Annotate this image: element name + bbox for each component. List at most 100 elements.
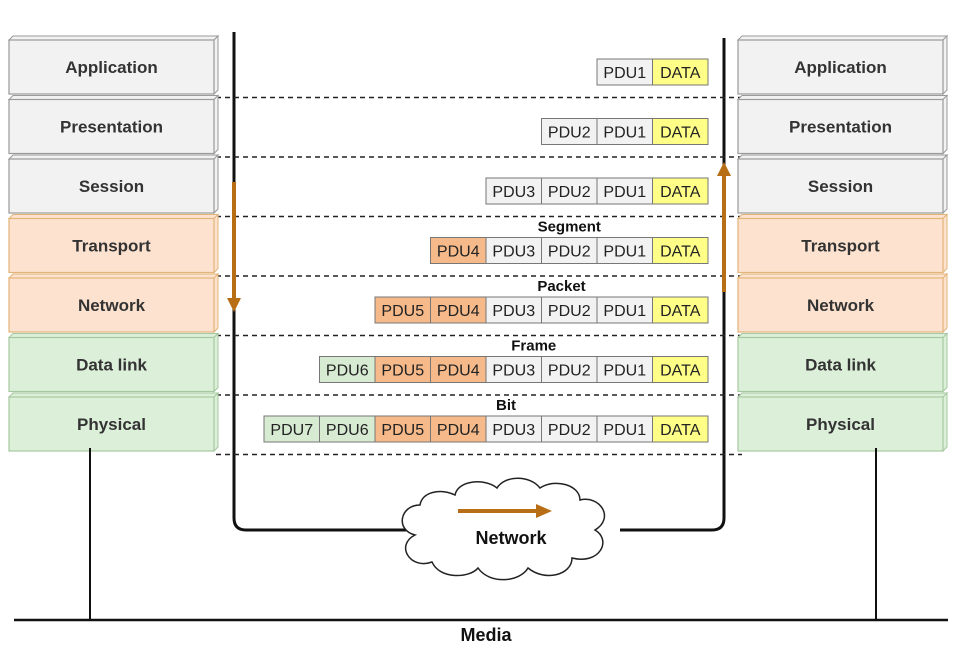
right-layer-data-link: Data link xyxy=(736,332,949,393)
pdu-cell-label: DATA xyxy=(660,244,701,261)
pdu-cell xyxy=(652,118,709,145)
pdu-cell xyxy=(374,356,431,383)
right-layer-label: Session xyxy=(808,177,873,196)
right-layer-session: Session xyxy=(736,153,949,215)
left-layer-label: Transport xyxy=(72,237,151,256)
pdu-cell-label: PDU3 xyxy=(492,244,535,261)
pdu-cell xyxy=(652,177,709,205)
pdu-cell xyxy=(541,356,598,383)
pdu-cell-label: PDU1 xyxy=(603,303,646,320)
right-osi-stack: ApplicationPresentationSessionTransportN… xyxy=(736,34,949,453)
pdu-cell-label: PDU4 xyxy=(437,303,480,320)
pdu-cell-label: PDU2 xyxy=(548,422,591,439)
right-layer-label: Transport xyxy=(801,237,880,256)
pdu-cell-label: PDU3 xyxy=(492,303,535,320)
pdu-cell-label: PDU5 xyxy=(381,363,424,380)
pdu-cell-label: PDU4 xyxy=(437,422,480,439)
left-layer-session: Session xyxy=(7,153,220,215)
left-layer-label: Physical xyxy=(77,415,146,434)
pdu-row: PDU1 DATA xyxy=(596,58,709,86)
left-layer-transport: Transport xyxy=(7,213,220,274)
pdu-cell-label: DATA xyxy=(660,65,701,82)
pdu-cell-label: DATA xyxy=(660,303,701,320)
pdu-cell-label: PDU4 xyxy=(437,244,480,261)
left-layer-label: Data link xyxy=(76,356,147,375)
pdu-row: PDU3 PDU2 PDU1 DATA xyxy=(485,177,709,205)
pdu-cell xyxy=(541,296,598,324)
left-layer-label: Session xyxy=(79,177,144,196)
pdu-cell xyxy=(596,58,653,86)
pdu-cell-label: PDU4 xyxy=(437,363,480,380)
pdu-cell-label: PDU5 xyxy=(381,422,424,439)
pdu-cell-label: PDU1 xyxy=(603,184,646,201)
right-layer-label: Data link xyxy=(805,356,876,375)
arrow-down-icon xyxy=(227,182,241,312)
right-layer-label: Presentation xyxy=(789,118,892,137)
left-layer-label: Network xyxy=(78,296,146,315)
pdu-cell xyxy=(541,415,598,443)
pdu-cell-label: PDU5 xyxy=(381,303,424,320)
pdu-row-header: Packet xyxy=(537,278,585,295)
left-layer-label: Presentation xyxy=(60,118,163,137)
pdu-cell-label: PDU1 xyxy=(603,65,646,82)
pdu-cell-label: DATA xyxy=(660,184,701,201)
right-layer-label: Network xyxy=(807,296,875,315)
left-layer-application: Application xyxy=(7,34,220,96)
pdu-cell-label: PDU1 xyxy=(603,422,646,439)
right-layer-label: Application xyxy=(794,58,887,77)
pdu-cell-label: DATA xyxy=(660,422,701,439)
left-layer-data-link: Data link xyxy=(7,332,220,393)
pdu-cell xyxy=(430,237,487,264)
pdu-cell-label: PDU7 xyxy=(270,422,313,439)
left-layer-physical: Physical xyxy=(7,391,220,453)
right-layer-transport: Transport xyxy=(736,213,949,274)
pdu-cell xyxy=(652,415,709,443)
pdu-row-header: Frame xyxy=(511,338,556,355)
pdu-cell-label: PDU2 xyxy=(548,303,591,320)
pdu-cell-label: PDU3 xyxy=(492,422,535,439)
left-host-path xyxy=(232,32,415,532)
pdu-cell xyxy=(541,177,598,205)
pdu-cell-label: PDU6 xyxy=(326,363,369,380)
right-layer-label: Physical xyxy=(806,415,875,434)
pdu-cell xyxy=(596,177,653,205)
pdu-cell xyxy=(652,237,709,264)
right-layer-application: Application xyxy=(736,34,949,96)
pdu-cell-label: PDU2 xyxy=(548,363,591,380)
pdu-cell-label: PDU3 xyxy=(492,363,535,380)
pdu-cell-label: PDU1 xyxy=(603,125,646,142)
pdu-cell xyxy=(485,237,542,264)
pdu-cell xyxy=(652,296,709,324)
pdu-cell xyxy=(596,415,653,443)
pdu-cell-label: PDU1 xyxy=(603,363,646,380)
pdu-cell xyxy=(319,415,376,443)
media-label: Media xyxy=(460,625,512,645)
layer-separators xyxy=(216,96,742,456)
pdu-cell xyxy=(652,58,709,86)
right-layer-physical: Physical xyxy=(736,391,949,453)
pdu-cell-label: DATA xyxy=(660,363,701,380)
pdu-cell-label: PDU2 xyxy=(548,125,591,142)
pdu-cell xyxy=(652,356,709,383)
left-layer-network: Network xyxy=(7,272,220,334)
pdu-cell xyxy=(430,356,487,383)
left-osi-stack: ApplicationPresentationSessionTransportN… xyxy=(7,34,220,453)
pdu-cell xyxy=(596,296,653,324)
pdu-cell xyxy=(596,356,653,383)
cloud-network-label: Network xyxy=(475,528,547,548)
left-layer-label: Application xyxy=(65,58,158,77)
pdu-cell-label: PDU2 xyxy=(548,184,591,201)
arrow-right-icon xyxy=(458,504,552,518)
pdu-cell xyxy=(263,415,320,443)
right-host-path xyxy=(620,38,726,532)
pdu-cell xyxy=(319,356,376,383)
right-layer-presentation: Presentation xyxy=(736,94,949,155)
pdu-cell xyxy=(485,177,542,205)
pdu-cell-label: PDU3 xyxy=(492,184,535,201)
